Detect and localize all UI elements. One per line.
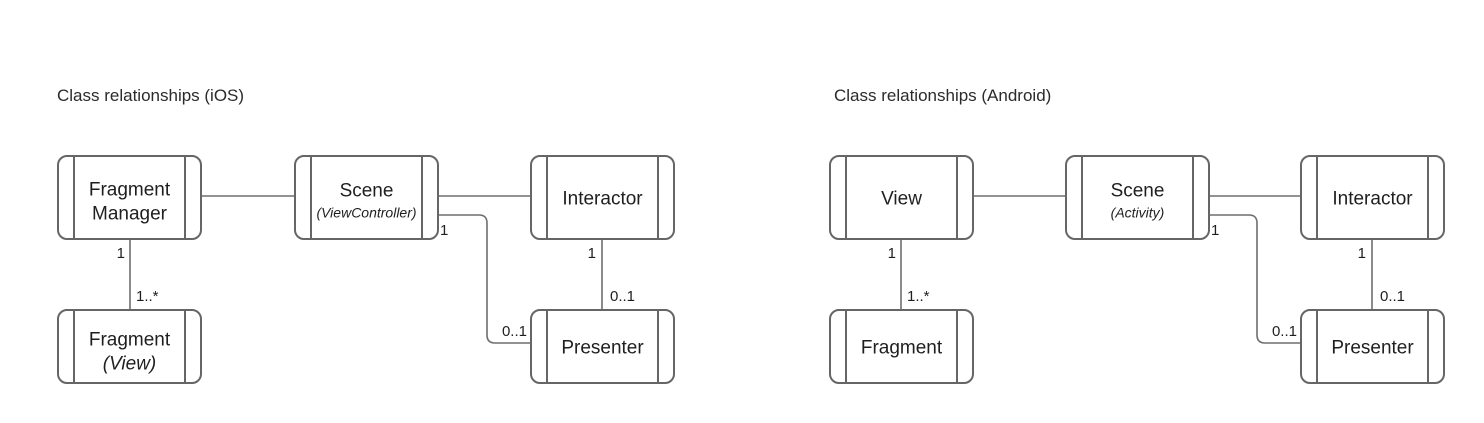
multiplicity-interactor: 1	[1358, 245, 1366, 262]
node-label: Presenter	[1331, 338, 1414, 359]
multiplicity-fragment: 1..*	[907, 288, 930, 305]
multiplicity-interactor: 1	[588, 245, 596, 262]
panel-ios: Class relationships (iOS)FragmentManager…	[57, 86, 675, 384]
node-interactor[interactable]: Interactor	[1300, 155, 1445, 240]
panel-title: Class relationships (Android)	[834, 86, 1051, 105]
multiplicity-presenter-left: 0..1	[502, 323, 527, 340]
node-label: Manager	[92, 204, 168, 225]
node-sublabel: (Activity)	[1111, 205, 1165, 221]
node-label: Interactor	[562, 189, 643, 210]
node-scene[interactable]: Scene (ViewController)	[294, 155, 439, 240]
node-presenter[interactable]: Presenter	[530, 309, 675, 384]
node-label: Scene	[340, 181, 394, 202]
node-sublabel: (ViewController)	[316, 205, 416, 221]
multiplicity-view: 1	[888, 245, 896, 262]
node-view[interactable]: View	[829, 155, 974, 240]
multiplicity-fragment-manager: 1	[117, 245, 125, 262]
multiplicity-scene: 1	[440, 222, 448, 239]
panel-android: Class relationships (Android) View Scene (A…	[829, 86, 1445, 384]
node-fragment[interactable]: Fragment (View)	[57, 309, 202, 384]
node-label: View	[881, 189, 922, 210]
multiplicity-presenter-top: 0..1	[610, 288, 635, 305]
node-label: Scene	[1111, 181, 1165, 202]
edge-scene-to-presenter	[1209, 214, 1301, 344]
node-interactor[interactable]: Interactor	[530, 155, 675, 240]
node-scene[interactable]: Scene (Activity)	[1065, 155, 1210, 240]
node-label: Fragment	[89, 330, 171, 351]
multiplicity-presenter-top: 0..1	[1380, 288, 1405, 305]
edge-scene-to-presenter	[438, 214, 531, 344]
multiplicity-presenter-left: 0..1	[1272, 323, 1297, 340]
node-fragment[interactable]: Fragment	[829, 309, 974, 384]
node-label: Presenter	[561, 338, 644, 359]
node-presenter[interactable]: Presenter	[1300, 309, 1445, 384]
node-label: Fragment	[89, 180, 171, 201]
panel-title: Class relationships (iOS)	[57, 86, 244, 105]
multiplicity-fragment: 1..*	[136, 288, 159, 305]
node-sublabel: (View)	[103, 354, 157, 375]
node-label: Interactor	[1332, 189, 1413, 210]
multiplicity-scene: 1	[1211, 222, 1219, 239]
node-label: Fragment	[861, 338, 943, 359]
